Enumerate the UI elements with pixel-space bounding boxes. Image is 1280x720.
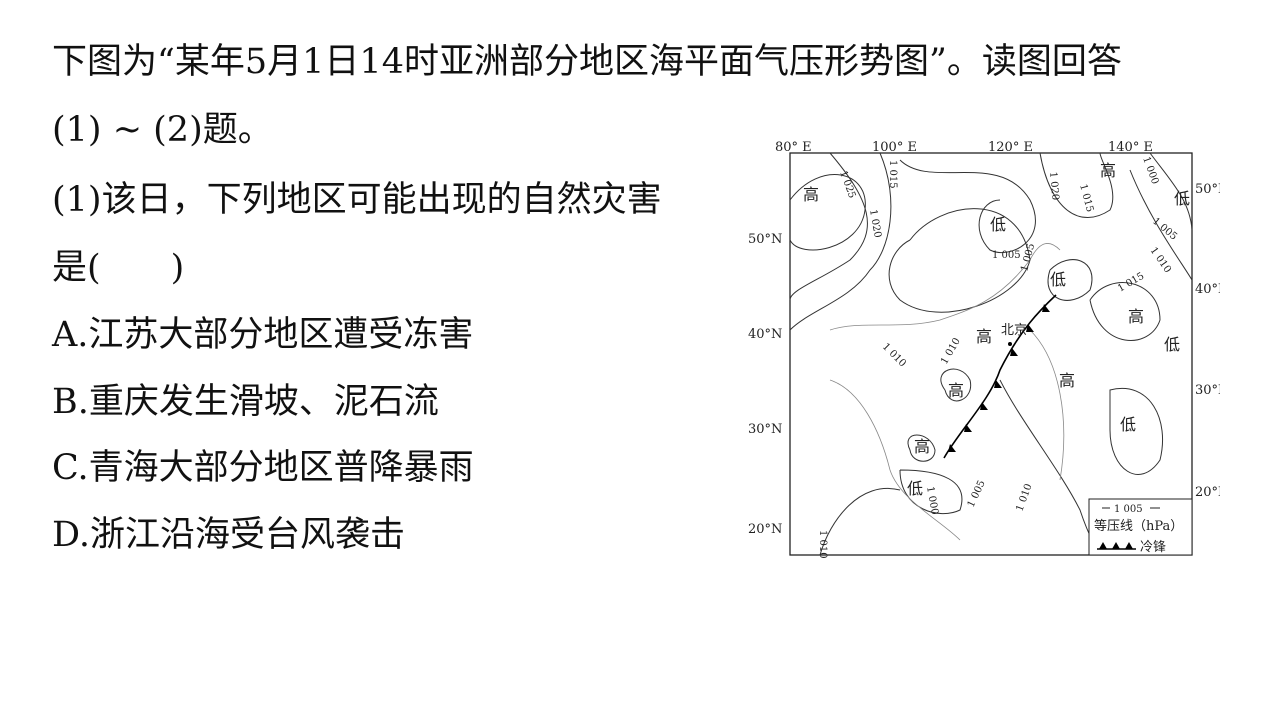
high-center: 高 xyxy=(976,327,992,346)
lat-right-30n: 30°N xyxy=(1195,383,1220,398)
latitude-labels-right: 50°N 40°N 30°N 20°N xyxy=(1195,182,1220,500)
option-c[interactable]: C.青海大部分地区普降暴雨 xyxy=(52,448,474,488)
isobar-label: 1 000 xyxy=(924,486,940,516)
low-center: 低 xyxy=(1174,189,1190,208)
high-center: 高 xyxy=(1128,307,1144,326)
latitude-labels-left: 50°N 40°N 30°N 20°N xyxy=(748,232,782,537)
lat-left-40n: 40°N xyxy=(748,327,782,342)
high-center: 高 xyxy=(1059,371,1075,390)
lat-right-20n: 20°N xyxy=(1195,485,1220,500)
option-b[interactable]: B.重庆发生滑坡、泥石流 xyxy=(52,382,439,422)
isobar-label: 1 005 xyxy=(992,250,1021,261)
sea-level-pressure-map: 80° E 100° E 120° E 140° E 50°N 40°N 30°… xyxy=(748,140,1220,559)
high-center: 高 xyxy=(914,437,930,456)
isobar-label: 1 010 xyxy=(817,530,828,559)
isobars xyxy=(789,152,1193,556)
lon-label-140e: 140° E xyxy=(1108,140,1153,155)
isobar-label: 1 020 xyxy=(867,209,883,239)
lat-right-40n: 40°N xyxy=(1195,282,1220,297)
lon-label-80e: 80° E xyxy=(775,140,812,155)
legend-isobar-sample: 1 005 xyxy=(1114,504,1143,515)
pressure-centers: 高 高 低 低 高 高 高 低 高 高 低 低 低 xyxy=(803,161,1190,498)
lon-label-120e: 120° E xyxy=(988,140,1033,155)
lat-left-50n: 50°N xyxy=(748,232,782,247)
question1-stem-blank: 是( ) xyxy=(52,248,185,288)
cold-front-line xyxy=(943,294,1057,459)
low-center: 低 xyxy=(990,215,1006,234)
lon-label-100e: 100° E xyxy=(872,140,917,155)
legend-front-label: 冷锋 xyxy=(1140,540,1166,555)
cold-front-triangles xyxy=(948,304,1050,452)
option-a[interactable]: A.江苏大部分地区遭受冻害 xyxy=(52,315,474,355)
high-center: 高 xyxy=(1100,161,1116,180)
question-intro-line1: 下图为“某年5月1日14时亚洲部分地区海平面气压形势图”。读图回答 xyxy=(52,42,1122,82)
low-center: 低 xyxy=(1164,335,1180,354)
question1-stem: (1)该日，下列地区可能出现的自然灾害 xyxy=(52,180,662,220)
map-frame xyxy=(789,152,1193,556)
legend-isobar-label: 等压线（hPa） xyxy=(1094,518,1183,534)
lat-right-50n: 50°N xyxy=(1195,182,1220,197)
lat-left-30n: 30°N xyxy=(748,422,782,437)
lat-left-20n: 20°N xyxy=(748,522,782,537)
longitude-labels: 80° E 100° E 120° E 140° E xyxy=(775,140,1153,155)
beijing-dot xyxy=(1008,342,1012,346)
isobar-label: 1 015 xyxy=(887,160,898,189)
city-label-beijing: 北京 xyxy=(1001,323,1027,338)
high-center: 高 xyxy=(948,381,964,400)
borders xyxy=(829,243,1065,541)
low-center: 低 xyxy=(1050,270,1066,289)
low-center: 低 xyxy=(1120,415,1136,434)
option-d[interactable]: D.浙江沿海受台风袭击 xyxy=(52,515,405,555)
question-intro-line2: (1) ~ (2)题。 xyxy=(52,110,273,150)
legend-cold-front-icon xyxy=(1097,542,1136,550)
map-legend: 1 005 等压线（hPa） 冷锋 xyxy=(1088,498,1193,556)
isobar-label: 1 020 xyxy=(1047,171,1060,200)
low-center: 低 xyxy=(907,479,923,498)
high-center: 高 xyxy=(803,185,819,204)
